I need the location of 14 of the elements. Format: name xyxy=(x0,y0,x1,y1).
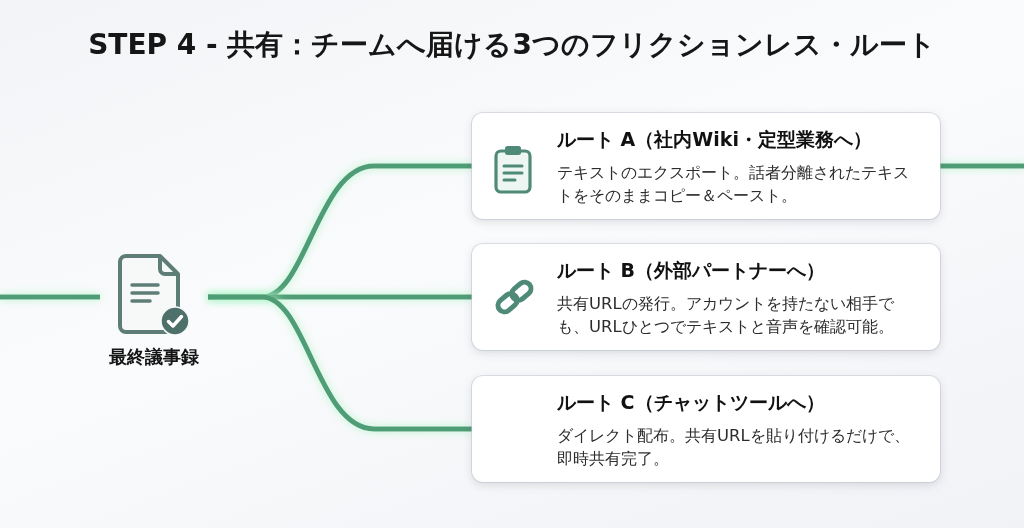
route-description: 共有URLの発行。アカウントを持たない相手でも、URLひとつでテキストと音声を確認可能。 xyxy=(557,293,895,338)
connector-line xyxy=(940,163,1024,169)
node-label: 最終議事録 xyxy=(108,345,200,369)
route-card xyxy=(472,113,940,219)
route-title: ルート B（外部パートナーへ） xyxy=(557,258,826,283)
route-card xyxy=(472,244,940,350)
route-description: ダイレクト配布。共有URLを貼り付けるだけで、即時共有完了。 xyxy=(557,425,911,470)
route-card xyxy=(472,376,940,482)
route-title: ルート A（社内Wiki・定型業務へ） xyxy=(557,127,872,152)
connector-line xyxy=(208,294,472,432)
route-description: テキストのエクスポート。話者分離されたテキストをそのままコピー＆ペースト。 xyxy=(557,162,910,207)
connector-line xyxy=(0,294,100,300)
route-title: ルート C（チャットツールへ） xyxy=(557,390,825,415)
diagram-title: STEP 4 - 共有：チームへ届ける3つのフリクションレス・ルート xyxy=(88,27,936,63)
